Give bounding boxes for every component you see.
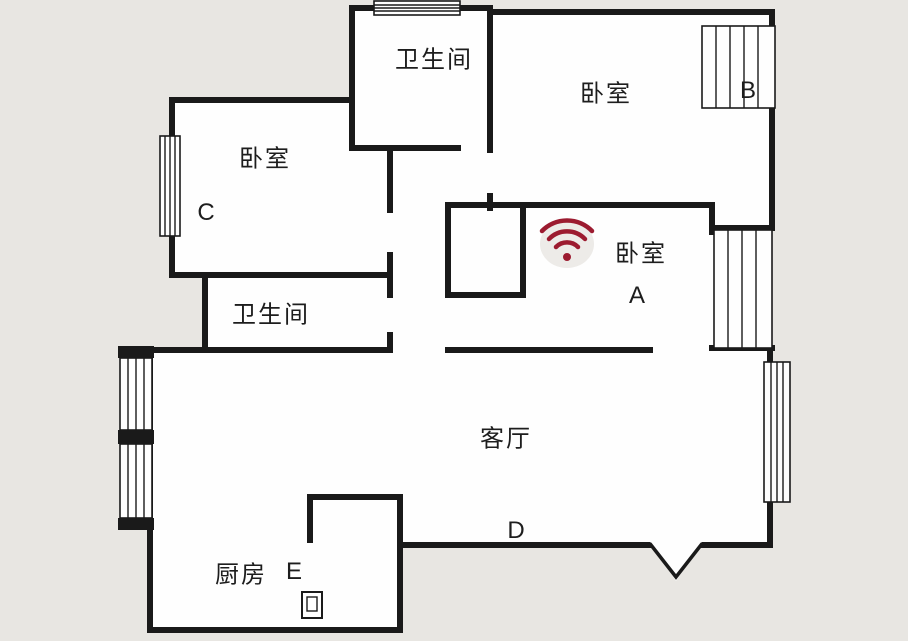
room-label-bedroom-a: 卧室 bbox=[615, 240, 667, 268]
wall-pillar bbox=[118, 430, 154, 444]
window-icon bbox=[763, 361, 791, 503]
room-label-bedroom-b: 卧室 bbox=[580, 80, 632, 108]
wall-pillar bbox=[118, 346, 154, 358]
wifi-icon bbox=[539, 218, 595, 268]
kitchen-flue-icon bbox=[301, 591, 323, 619]
window-icon bbox=[119, 443, 153, 519]
window-icon bbox=[159, 135, 181, 237]
window-icon bbox=[373, 0, 461, 16]
room-label-bedroom-c: 卧室 bbox=[239, 145, 291, 173]
room-label-bathroom-mid: 卫生间 bbox=[232, 301, 310, 329]
room-label-kitchen: 厨房 bbox=[215, 561, 267, 589]
room-letter-b: B bbox=[739, 77, 757, 104]
window-icon bbox=[119, 357, 153, 431]
room-letter-d: D bbox=[507, 517, 525, 544]
room-label-bathroom-top: 卫生间 bbox=[395, 46, 473, 74]
window-icon bbox=[701, 25, 776, 109]
wall-pillar bbox=[118, 518, 154, 530]
room-letter-a: A bbox=[628, 282, 646, 309]
entry-door-icon bbox=[648, 540, 704, 581]
room-letter-c: C bbox=[197, 199, 215, 226]
room-letter-e: E bbox=[285, 558, 303, 585]
window-symbols bbox=[118, 0, 791, 530]
window-icon bbox=[713, 229, 773, 349]
room-label-living-room: 客厅 bbox=[480, 425, 532, 453]
